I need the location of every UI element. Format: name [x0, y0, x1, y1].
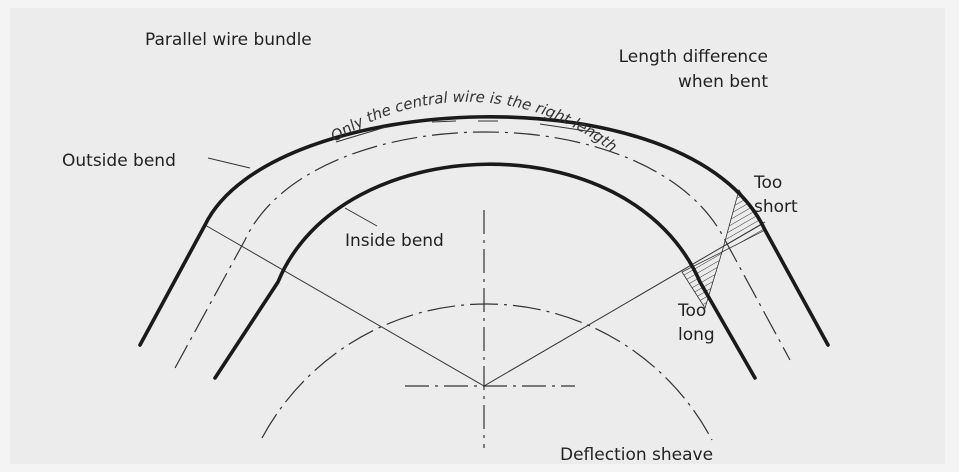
- central-note-underlines: [335, 120, 601, 143]
- central-wire: [174, 131, 791, 369]
- outside-bend-wire: [138, 115, 830, 347]
- too-long-label-line2: long: [678, 325, 715, 345]
- deflection-sheave-outline: [261, 303, 713, 441]
- deflection-sheave-label: Deflection sheave: [560, 445, 713, 465]
- central-wire-note: Only the central wire is the right lengt…: [327, 88, 620, 156]
- outside-bend-leader: [207, 157, 251, 169]
- inside-bend-leader: [344, 207, 378, 227]
- too-long-label-line1: Too: [677, 301, 706, 321]
- too-short-label-line1: Too: [753, 173, 782, 193]
- radius-line-left: [204, 224, 485, 387]
- too-long-hatch: [681, 251, 723, 309]
- inside-bend-wire: [213, 162, 757, 380]
- length-difference-label-line1: Length difference: [619, 47, 768, 67]
- inside-bend-label: Inside bend: [345, 231, 444, 251]
- radius-line-right: [483, 221, 766, 387]
- outside-bend-label: Outside bend: [62, 151, 176, 171]
- too-short-label-line2: short: [754, 197, 798, 217]
- diagram-title: Parallel wire bundle: [145, 30, 312, 50]
- diagram-frame: [10, 8, 945, 464]
- length-difference-label-line2: when bent: [678, 72, 768, 92]
- central-wire-note-path: Only the central wire is the right lengt…: [327, 88, 620, 156]
